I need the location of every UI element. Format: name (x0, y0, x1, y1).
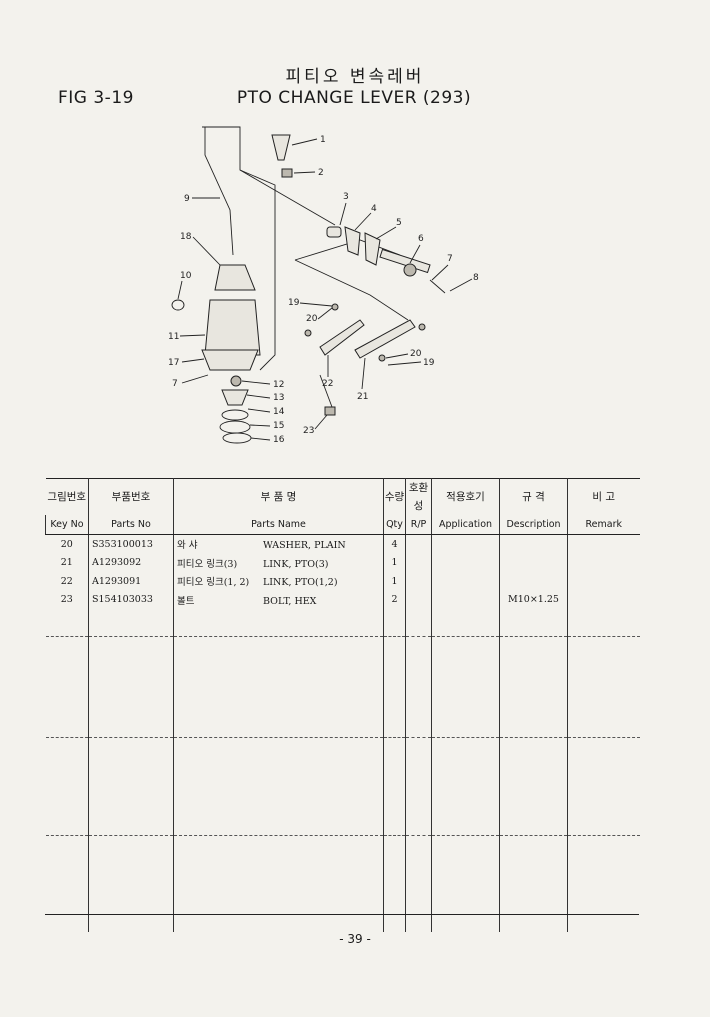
table-spacer (45, 737, 640, 836)
callout-9: 9 (184, 194, 190, 204)
qty: 1 (383, 572, 406, 591)
callout-8: 8 (473, 273, 479, 283)
table-row: 20 S353100013 와 샤 WASHER, PLAIN 4 (45, 534, 640, 554)
col-description: Description (499, 515, 568, 535)
exploded-parts-diagram: 1 2 3 4 5 6 7 8 9 18 10 11 17 7 12 13 14… (168, 126, 479, 445)
callout-16: 16 (273, 435, 285, 445)
remark (567, 534, 640, 554)
part-number: S154103033 (88, 590, 174, 609)
part-name-en: WASHER, PLAIN (263, 540, 346, 552)
application (431, 553, 500, 572)
col-qty: Qty (383, 515, 406, 535)
description (499, 534, 568, 554)
callout-19b: 19 (423, 358, 435, 368)
callout-22: 22 (322, 379, 333, 389)
part-name: 볼트 BOLT, HEX (173, 590, 384, 609)
col-parts-name: Parts Name (173, 515, 384, 535)
col-remark: Remark (567, 515, 640, 535)
title-english: PTO CHANGE LEVER (293) (236, 88, 472, 108)
col-application-ko: 적용호기 (431, 478, 500, 515)
callout-12: 12 (273, 380, 284, 390)
callout-11: 11 (168, 332, 179, 342)
part-name-en: LINK, PTO(1,2) (263, 577, 338, 589)
remark (567, 572, 640, 591)
col-qty-ko: 수량 (383, 478, 406, 515)
application (431, 534, 500, 554)
callout-7b: 7 (172, 379, 178, 389)
remark (567, 553, 640, 572)
application (431, 572, 500, 591)
qty: 2 (383, 590, 406, 609)
qty: 4 (383, 534, 406, 554)
part-name-ko: 피티오 링크(3) (177, 558, 238, 570)
qty: 1 (383, 553, 406, 572)
callout-10: 10 (180, 271, 192, 281)
col-application: Application (431, 515, 500, 535)
col-parts-name-ko: 부 품 명 (173, 478, 384, 515)
part-name-ko: 볼트 (177, 595, 195, 607)
table-spacer (45, 609, 640, 637)
description (499, 572, 568, 591)
key-no: 23 (45, 590, 89, 609)
part-name: 와 샤 WASHER, PLAIN (173, 534, 384, 554)
page-number: - 39 - (339, 932, 371, 946)
table-row: 23 S154103033 볼트 BOLT, HEX 2 M10×1.25 (45, 590, 640, 609)
callout-7: 7 (447, 254, 453, 264)
part-name-ko: 와 샤 (177, 540, 198, 552)
col-rp: R/P (405, 515, 432, 535)
callout-2: 2 (318, 168, 324, 178)
callout-3: 3 (343, 192, 349, 202)
callout-13: 13 (273, 393, 284, 403)
col-description-ko: 규 격 (499, 478, 568, 515)
callout-1: 1 (320, 135, 326, 145)
title-korean: 피티오 변속레버 (285, 67, 425, 87)
callout-21: 21 (357, 392, 368, 402)
callout-19: 19 (288, 298, 300, 308)
part-number: S353100013 (88, 534, 174, 554)
callout-23: 23 (303, 426, 314, 436)
callout-17: 17 (168, 358, 179, 368)
callout-6: 6 (418, 234, 424, 244)
col-key-no: Key No (45, 515, 89, 535)
table-row: 21 A1293092 피티오 링크(3) LINK, PTO(3) 1 (45, 553, 640, 572)
callout-18: 18 (180, 232, 192, 242)
table-row: 22 A1293091 피티오 링크(1, 2) LINK, PTO(1,2) 1 (45, 572, 640, 591)
part-name-en: BOLT, HEX (263, 595, 317, 607)
callout-5: 5 (396, 218, 402, 228)
remark (567, 590, 640, 609)
col-key-no-ko: 그림번호 (45, 478, 89, 515)
part-name-en: LINK, PTO(3) (263, 558, 329, 570)
description (499, 553, 568, 572)
part-number: A1293092 (88, 553, 174, 572)
description: M10×1.25 (499, 590, 568, 609)
col-parts-no: Parts No (88, 515, 174, 535)
rp (405, 553, 432, 572)
col-remark-ko: 비 고 (567, 478, 640, 515)
table-bottom-rule (45, 914, 639, 915)
rp (405, 534, 432, 554)
rp (405, 572, 432, 591)
callout-20b: 20 (410, 349, 422, 359)
callout-4: 4 (371, 204, 377, 214)
callout-14: 14 (273, 407, 285, 417)
table-spacer (45, 636, 640, 738)
callout-20: 20 (306, 314, 318, 324)
rp (405, 590, 432, 609)
col-parts-no-ko: 부품번호 (88, 478, 174, 515)
part-name-ko: 피티오 링크(1, 2) (177, 577, 250, 589)
table-spacer (45, 835, 640, 932)
parts-table: 그림번호 부품번호 부 품 명 수량 호환성 적용호기 규 격 비 고 Key … (45, 478, 640, 932)
key-no: 22 (45, 572, 89, 591)
col-rp-ko: 호환성 (405, 478, 432, 515)
part-number: A1293091 (88, 572, 174, 591)
application (431, 590, 500, 609)
key-no: 21 (45, 553, 89, 572)
part-name: 피티오 링크(3) LINK, PTO(3) (173, 553, 384, 572)
part-name: 피티오 링크(1, 2) LINK, PTO(1,2) (173, 572, 384, 591)
figure-number: FIG 3-19 (58, 88, 134, 108)
key-no: 20 (45, 534, 89, 554)
callout-15: 15 (273, 421, 284, 431)
